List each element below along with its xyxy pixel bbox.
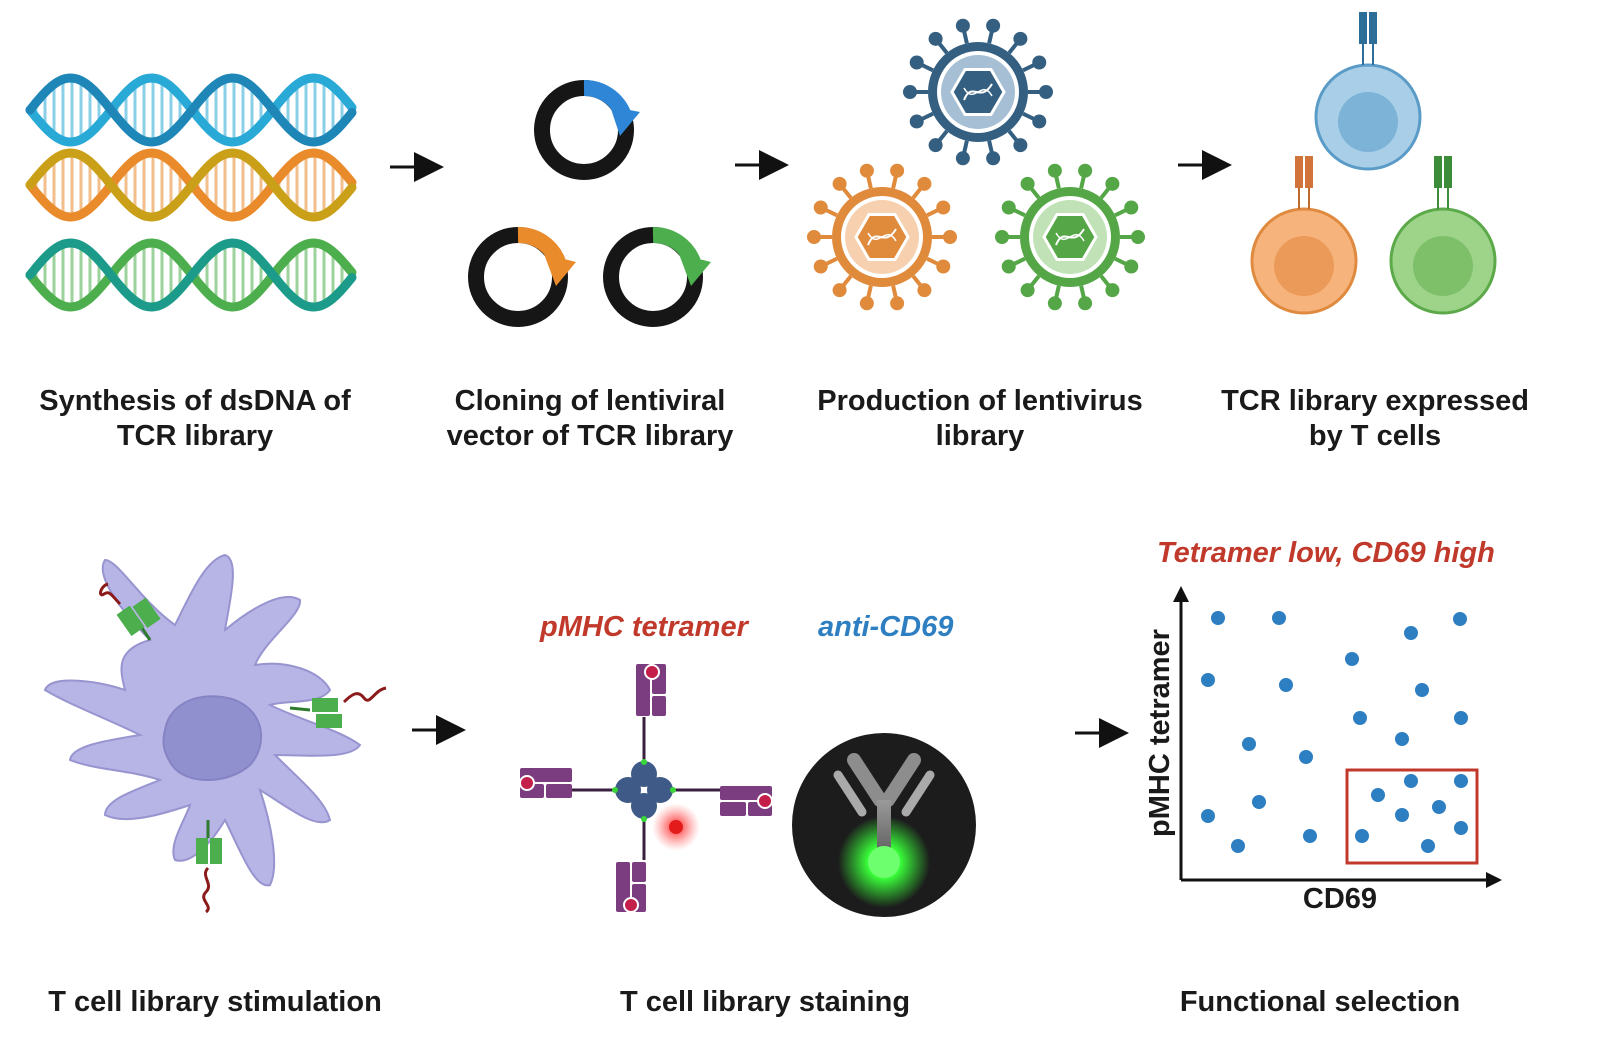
t-cell-icon <box>1389 156 1497 315</box>
scatter-point <box>1303 829 1317 843</box>
scatter-point <box>1432 800 1446 814</box>
tcr-icon <box>1359 12 1377 65</box>
scatter-point <box>1279 678 1293 692</box>
t-cell-icon <box>1314 12 1422 171</box>
lentivirus-icon <box>995 163 1145 311</box>
lentivirus-icon <box>807 163 957 311</box>
scatter-point <box>1371 788 1385 802</box>
caption-line: TCR library <box>116 420 274 452</box>
caption-line: library <box>935 420 1025 452</box>
caption-line: T cell library stimulation <box>48 986 382 1018</box>
caption-line: Cloning of lentiviral <box>454 385 726 417</box>
gate-box <box>1345 768 1479 865</box>
scatter-point <box>1454 774 1468 788</box>
tetramer-label: pMHC tetramer <box>540 611 748 643</box>
caption-line: vector of TCR library <box>446 420 734 452</box>
dendritic-cell-icon <box>43 553 387 914</box>
scatter-point <box>1454 711 1468 725</box>
caption-line: T cell library staining <box>619 986 911 1018</box>
scatter-point <box>1201 673 1215 687</box>
tcr-icon <box>1295 156 1313 209</box>
x-axis-text: CD69 <box>1302 883 1378 915</box>
plasmid-icon <box>468 227 576 327</box>
scatter-point <box>1272 611 1286 625</box>
scatter-point <box>1299 750 1313 764</box>
scatter-point <box>1242 737 1256 751</box>
scatter-point <box>1345 652 1359 666</box>
caption-line: TCR library expressed <box>1221 385 1529 417</box>
scatter-point <box>1252 795 1266 809</box>
step-caption-selection: Functional selection <box>1160 985 1480 1020</box>
t-cell-icon <box>1250 156 1358 315</box>
antibody-label: anti-CD69 <box>818 611 954 643</box>
step-caption-staining: T cell library staining <box>580 985 950 1020</box>
lentivirus-icon <box>903 18 1053 166</box>
y-axis-text: pMHC tetramer <box>1144 629 1176 837</box>
step-caption-stimulation: T cell library stimulation <box>20 985 410 1020</box>
y-axis-label: pMHC tetramer <box>1143 613 1178 853</box>
scatter-point <box>1404 774 1418 788</box>
selection-plot <box>1173 586 1502 888</box>
step-caption-expression: TCR library expressed by T cells <box>1210 384 1540 454</box>
dna-helix <box>25 148 357 222</box>
step-caption-cloning: Cloning of lentiviral vector of TCR libr… <box>430 384 750 454</box>
plasmid-icon <box>603 227 711 327</box>
scatter-point <box>1355 829 1369 843</box>
step-caption-production: Production of lentivirus library <box>800 384 1160 454</box>
scatter-point <box>1395 808 1409 822</box>
scatter-point <box>1201 809 1215 823</box>
dna-helix <box>25 238 357 312</box>
antibody-icon <box>792 733 976 917</box>
plasmid-icon <box>534 79 640 180</box>
step-caption-synthesis: Synthesis of dsDNA of TCR library <box>20 384 370 454</box>
caption-line: Functional selection <box>1179 986 1461 1018</box>
tetramer-icon <box>519 664 773 913</box>
scatter-point <box>1211 611 1225 625</box>
caption-line: Synthesis of dsDNA of <box>39 385 351 417</box>
scatter-point <box>1453 612 1467 626</box>
caption-line: Production of lentivirus <box>817 385 1143 417</box>
scatter-point <box>1421 839 1435 853</box>
scatter-point <box>1415 683 1429 697</box>
x-axis-label: CD69 <box>1290 882 1390 917</box>
tcr-icon <box>1434 156 1452 209</box>
caption-line: by T cells <box>1308 420 1442 452</box>
dna-helix <box>25 73 357 147</box>
scatter-point <box>1404 626 1418 640</box>
scatter-point <box>1353 711 1367 725</box>
scatter-point <box>1231 839 1245 853</box>
dna-icon <box>25 73 357 312</box>
scatter-point <box>1395 732 1409 746</box>
scatter-point <box>1454 821 1468 835</box>
gate-label: Tetramer low, CD69 high <box>1157 537 1495 569</box>
